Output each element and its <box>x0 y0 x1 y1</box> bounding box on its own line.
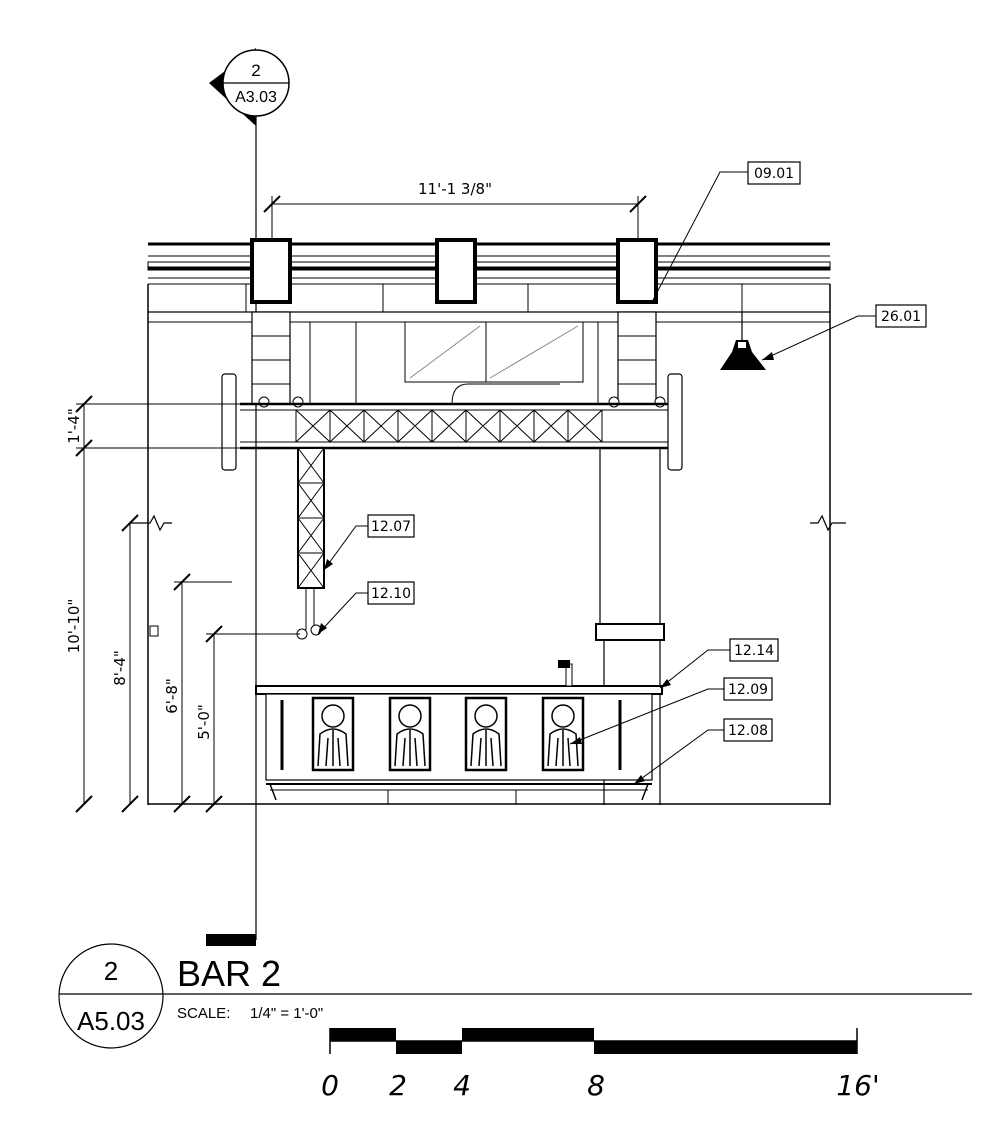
dimension-label: 6'-8" <box>163 678 181 714</box>
upper-structure <box>221 311 683 471</box>
svg-text:26.01: 26.01 <box>881 309 921 325</box>
svg-text:09.01: 09.01 <box>754 166 794 182</box>
dimension-height-total: 10'-10" <box>65 448 93 813</box>
counter-panel <box>311 696 355 772</box>
svg-text:12.09: 12.09 <box>728 682 768 698</box>
scale-value: 1/4" = 1'-0" <box>250 1005 323 1022</box>
scale-tick-label: 8 <box>587 1069 605 1102</box>
dimension-label: 1'-4" <box>65 408 83 444</box>
dimension-height-2: 8'-4" <box>111 514 139 813</box>
pendant-lamp <box>720 312 766 370</box>
scale-tick-label: 16' <box>836 1069 879 1102</box>
section-marker-sheet: A3.03 <box>235 89 277 106</box>
svg-text:12.10: 12.10 <box>371 586 411 602</box>
title-number: 2 <box>104 956 118 986</box>
scale-tick-label: 2 <box>389 1069 407 1102</box>
keynote-12-14: 12.14 <box>659 638 779 689</box>
break-mark-right <box>810 514 846 532</box>
dimension-label: 10'-10" <box>65 599 83 654</box>
title-block: 2 A5.03 BAR 2 SCALE: 1/4" = 1'-0" <box>58 943 972 1049</box>
column <box>595 448 665 805</box>
scale-bar: 0 2 4 8 16' <box>321 1028 880 1102</box>
section-marker: 2 A3.03 <box>206 48 290 946</box>
dimension-label: 8'-4" <box>111 650 129 686</box>
scale-tick-label: 0 <box>321 1069 339 1102</box>
horizontal-truss <box>240 402 668 450</box>
drawing-title: BAR 2 <box>177 953 281 994</box>
keynote-12-10: 12.10 <box>317 581 415 635</box>
break-mark-left <box>130 514 172 532</box>
keynote-12-08: 12.08 <box>633 718 773 785</box>
ceiling <box>147 238 831 805</box>
svg-text:12.07: 12.07 <box>371 519 411 535</box>
counter-panel <box>541 696 585 772</box>
keynote-09-01: 09.01 <box>651 161 801 303</box>
section-marker-number: 2 <box>251 61 260 80</box>
scale-tick-label: 4 <box>453 1069 471 1102</box>
dimension-label: 5'-0" <box>195 704 213 740</box>
bar-counter <box>255 660 663 804</box>
dimension-height-3: 6'-8" <box>163 573 232 813</box>
dimension-overall-width: 11'-1 3/8" <box>263 180 647 238</box>
dimension-height-4: 5'-0" <box>195 625 300 813</box>
dimension-truss-depth: 1'-4" <box>65 395 240 457</box>
scale-label: SCALE: <box>177 1005 230 1022</box>
svg-text:12.08: 12.08 <box>728 723 768 739</box>
svg-text:12.14: 12.14 <box>734 643 774 659</box>
vertical-truss <box>296 447 325 640</box>
keynote-12-07: 12.07 <box>323 514 415 571</box>
title-sheet: A5.03 <box>77 1006 145 1036</box>
keynote-26-01: 26.01 <box>761 304 927 361</box>
dimension-label: 11'-1 3/8" <box>418 180 492 198</box>
keynote-12-09: 12.09 <box>569 677 773 745</box>
counter-panel <box>388 696 432 772</box>
counter-panel <box>464 696 508 772</box>
